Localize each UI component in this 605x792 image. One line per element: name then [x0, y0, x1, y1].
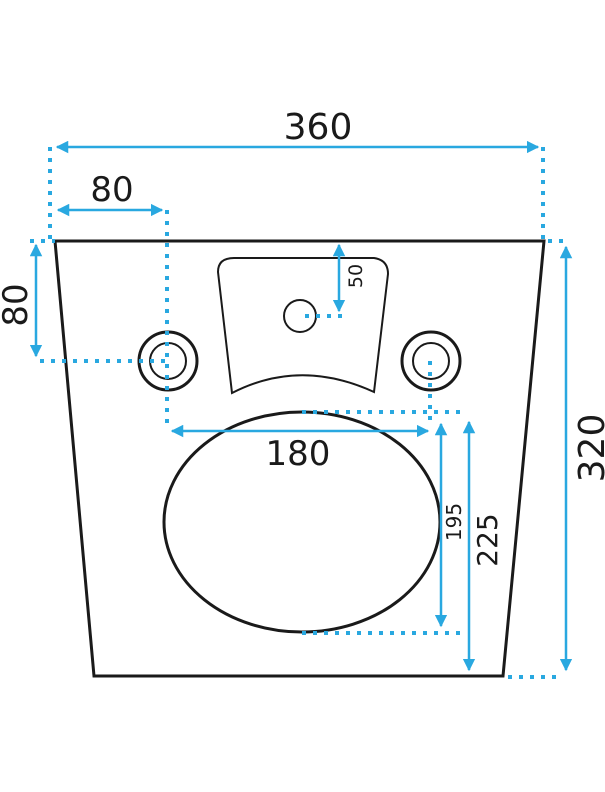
label-320: 320 — [572, 414, 605, 483]
dimension-225: 225 — [462, 420, 504, 672]
dimension-180: 180 — [170, 361, 432, 474]
label-80-vertical: 80 — [0, 283, 36, 326]
label-180: 180 — [266, 434, 331, 474]
flush-hole — [283, 299, 317, 333]
label-50: 50 — [345, 264, 367, 288]
dimension-80-vertical: 80 — [0, 239, 168, 363]
dimension-50: 50 — [305, 243, 367, 318]
dimension-80-horizontal: 80 — [56, 170, 169, 430]
tank-area — [216, 257, 390, 395]
label-195: 195 — [442, 503, 466, 541]
dimension-195: 195 — [434, 422, 466, 628]
dimension-360: 360 — [48, 107, 545, 241]
label-360: 360 — [284, 107, 353, 148]
label-80-horizontal: 80 — [90, 170, 133, 210]
toilet-outline — [53, 239, 546, 678]
label-225: 225 — [471, 513, 504, 566]
left-mount-hole — [137, 330, 199, 392]
dimension-320: 320 — [508, 239, 605, 679]
right-mount-hole — [400, 330, 462, 392]
